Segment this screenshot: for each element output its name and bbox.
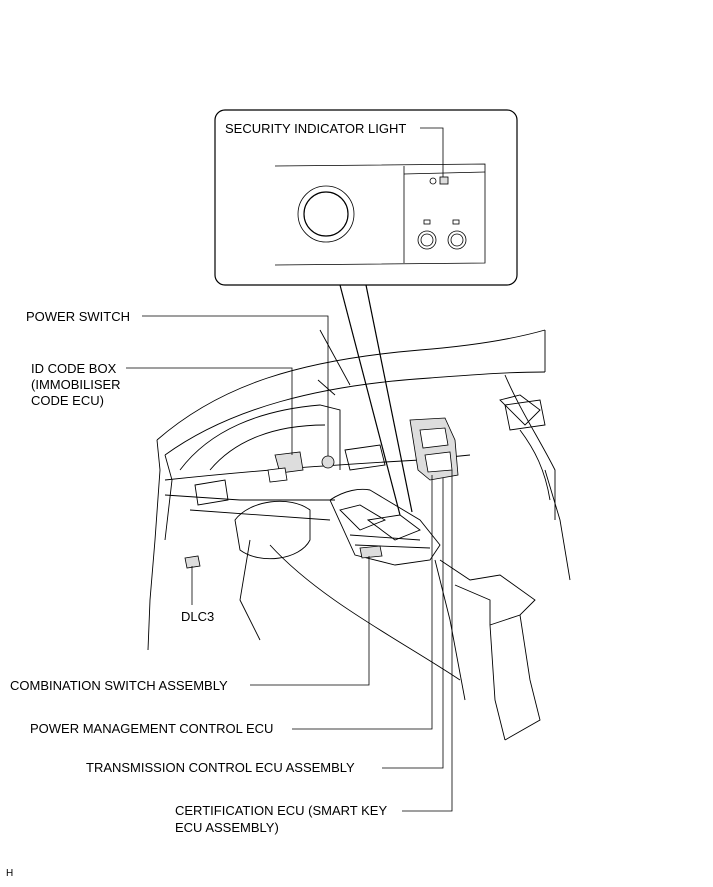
leader-lines <box>126 315 453 812</box>
label-power-management-control-ecu: POWER MANAGEMENT CONTROL ECU <box>28 721 276 737</box>
power-switch-shape <box>321 455 335 469</box>
combination-switch-shape <box>359 545 383 559</box>
label-id-code-box-line3: CODE ECU) <box>29 393 106 409</box>
label-power-switch: POWER SWITCH <box>24 309 132 325</box>
security-indicator-icon <box>439 176 449 185</box>
dashboard-line-art <box>147 329 571 741</box>
label-combination-switch-assembly: COMBINATION SWITCH ASSEMBLY <box>8 678 230 694</box>
label-certification-ecu: CERTIFICATION ECU (SMART KEY <box>173 803 390 819</box>
dlc3-shape <box>184 555 201 569</box>
label-id-code-box: ID CODE BOX <box>29 361 119 377</box>
label-dlc3: DLC3 <box>179 609 217 625</box>
corner-mark: H <box>6 868 14 879</box>
label-security-indicator-light: SECURITY INDICATOR LIGHT <box>223 121 409 137</box>
label-transmission-control-ecu-assembly: TRANSMISSION CONTROL ECU ASSEMBLY <box>84 760 357 776</box>
label-id-code-box-line2: (IMMOBILISER <box>29 377 123 393</box>
label-certification-ecu-line2: ECU ASSEMBLY) <box>173 820 281 836</box>
